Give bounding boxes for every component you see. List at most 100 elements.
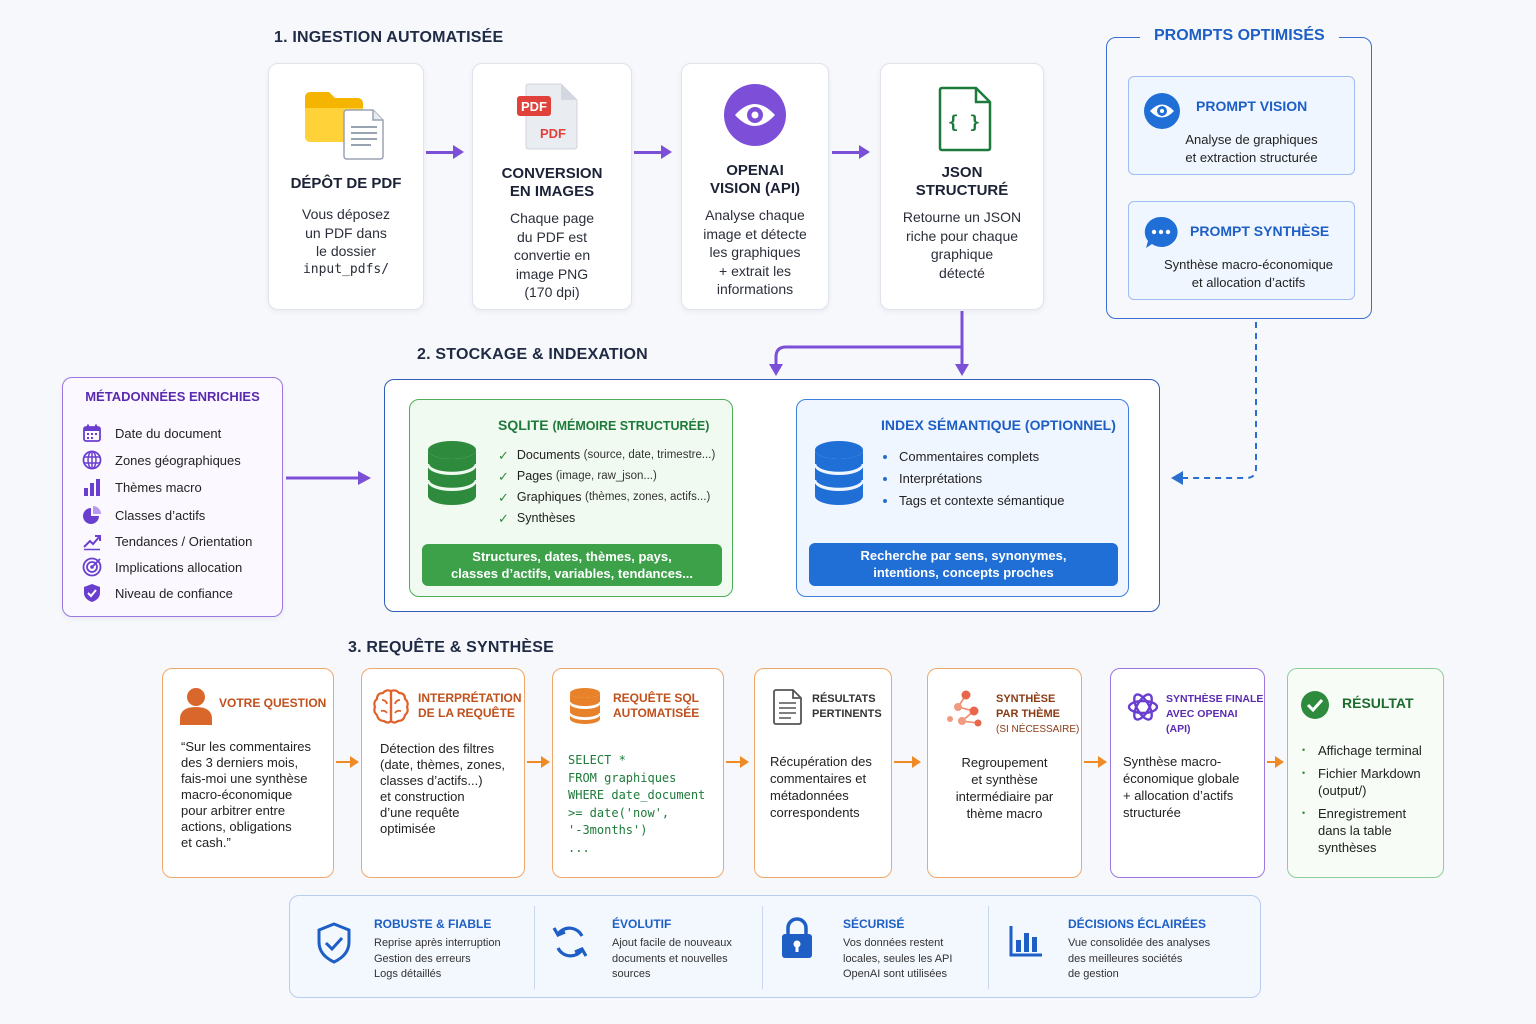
arrow-head xyxy=(1275,756,1284,768)
feature-title: DÉCISIONS ÉCLAIRÉES xyxy=(1068,917,1207,931)
step-title: CONVERSION EN IMAGES xyxy=(501,165,603,200)
metadata-item-zones: Zones géographiques xyxy=(81,449,241,471)
metadata-item-date: Date du document xyxy=(81,422,221,444)
prompt-synthese-desc: Synthèse macro-économique et allocation … xyxy=(1163,257,1334,290)
step-title: DÉPÔT DE PDF xyxy=(290,175,402,192)
pie-chart-icon xyxy=(81,504,103,526)
arrow xyxy=(1084,761,1100,763)
feature-title: ROBUSTE & FIABLE xyxy=(374,917,492,931)
list-item: Tags et contexte sémantique xyxy=(883,490,1065,512)
chat-bubble-icon xyxy=(1143,215,1179,256)
divider xyxy=(762,906,763,989)
list-item: ✓Pages (image, raw_json...) xyxy=(498,469,657,484)
check-circle-icon xyxy=(1300,690,1330,725)
sqlite-banner: Structures, dates, thèmes, pays, classes… xyxy=(422,544,722,586)
feature-title: ÉVOLUTIF xyxy=(612,917,672,931)
section-title-requete: 3. REQUÊTE & SYNTHÈSE xyxy=(348,639,555,656)
metadata-item-classes: Classes d’actifs xyxy=(81,504,205,526)
globe-icon xyxy=(81,449,103,471)
chart-icon xyxy=(1008,924,1044,963)
arrow xyxy=(634,151,662,154)
prompt-synthese-box: PROMPT SYNTHÈSE Synthèse macro-économiqu… xyxy=(1128,201,1355,300)
arrow-head xyxy=(661,145,672,159)
shield-check-icon xyxy=(81,582,103,604)
features-bar: ROBUSTE & FIABLE Reprise après interrupt… xyxy=(289,895,1261,998)
prompt-synthese-title: PROMPT SYNTHÈSE xyxy=(1190,223,1330,239)
step-desc: Retourne un JSON riche pour chaque graph… xyxy=(902,209,1022,281)
list-item: ✓Documents (source, date, trimestre...) xyxy=(498,448,716,463)
calendar-icon xyxy=(81,422,103,444)
divider xyxy=(534,906,535,989)
sqlite-panel: SQLITE (MÉMOIRE STRUCTURÉE) ✓Documents (… xyxy=(409,399,733,597)
database-icon xyxy=(569,687,601,730)
step-openai-vision: OPENAI VISION (API) Analyse chaque image… xyxy=(681,63,829,310)
shield-icon xyxy=(316,922,352,969)
refresh-icon xyxy=(550,922,590,967)
step-desc: Analyse chaque image et détecte les grap… xyxy=(703,207,807,297)
arrow xyxy=(1267,761,1277,763)
step-title: VOTRE QUESTION xyxy=(219,696,327,710)
index-panel: INDEX SÉMANTIQUE (OPTIONNEL) Commentaire… xyxy=(796,399,1129,597)
prompt-vision-desc: Analyse de graphiques et extraction stru… xyxy=(1185,132,1318,165)
metadata-item-themes: Thèmes macro xyxy=(81,476,202,498)
result-list: •Affichage terminal •Fichier Markdown(ou… xyxy=(1302,742,1422,856)
step-conversion: PDF PDF CONVERSION EN IMAGES Chaque page… xyxy=(472,63,632,310)
section-title-ingestion: 1. INGESTION AUTOMATISÉE xyxy=(274,29,504,46)
network-icon xyxy=(946,689,986,734)
target-icon xyxy=(81,556,103,578)
step-desc: Synthèse macro-économique globale+ alloc… xyxy=(1123,754,1240,820)
arrow xyxy=(726,761,742,763)
step-title: RÉSULTAT xyxy=(1342,695,1414,711)
arrow-head xyxy=(541,756,550,768)
metadata-item-implications: Implications allocation xyxy=(81,556,242,578)
arrow-head xyxy=(859,145,870,159)
step-title: OPENAI VISION (API) xyxy=(709,162,800,197)
list-item: •Fichier Markdown(output/) xyxy=(1302,766,1421,798)
svg-text:PDF: PDF xyxy=(521,99,547,114)
prompt-vision-title: PROMPT VISION xyxy=(1196,98,1308,114)
arrow-head xyxy=(453,145,464,159)
svg-text:{ }: { } xyxy=(948,112,981,133)
database-icon xyxy=(426,440,478,513)
bar-chart-icon xyxy=(81,476,103,498)
document-icon xyxy=(773,689,803,730)
lock-icon xyxy=(780,916,814,965)
step-depot-pdf: DÉPÔT DE PDF Vous déposez un PDF dans le… xyxy=(268,63,424,310)
section-title-stockage: 2. STOCKAGE & INDEXATION xyxy=(417,346,648,363)
brain-icon xyxy=(372,687,410,730)
json-file-icon: { } xyxy=(938,86,992,157)
pdf-file-icon: PDF PDF xyxy=(515,82,581,155)
arrow xyxy=(336,761,352,763)
metadata-item-confiance: Niveau de confiance xyxy=(81,582,233,604)
feature-title: SÉCURISÉ xyxy=(843,917,905,931)
arrow-head xyxy=(740,756,749,768)
sqlite-title: SQLITE (MÉMOIRE STRUCTURÉE) xyxy=(498,417,710,433)
arrow xyxy=(426,151,454,154)
step-desc: Détection des filtres(date, thèmes, zone… xyxy=(380,741,506,836)
arrow xyxy=(832,151,860,154)
arrow-head xyxy=(912,756,921,768)
trend-icon xyxy=(81,530,103,552)
list-item: ✓Synthèses xyxy=(498,511,576,526)
svg-text:PDF: PDF xyxy=(540,126,566,141)
prompt-vision-box: PROMPT VISION Analyse de graphiques et e… xyxy=(1128,76,1355,175)
step-resultat: RÉSULTAT •Affichage terminal •Fichier Ma… xyxy=(1287,668,1444,878)
arrow xyxy=(894,761,914,763)
arrow-head xyxy=(350,756,359,768)
metadata-title: MÉTADONNÉES ENRICHIES xyxy=(85,389,260,404)
